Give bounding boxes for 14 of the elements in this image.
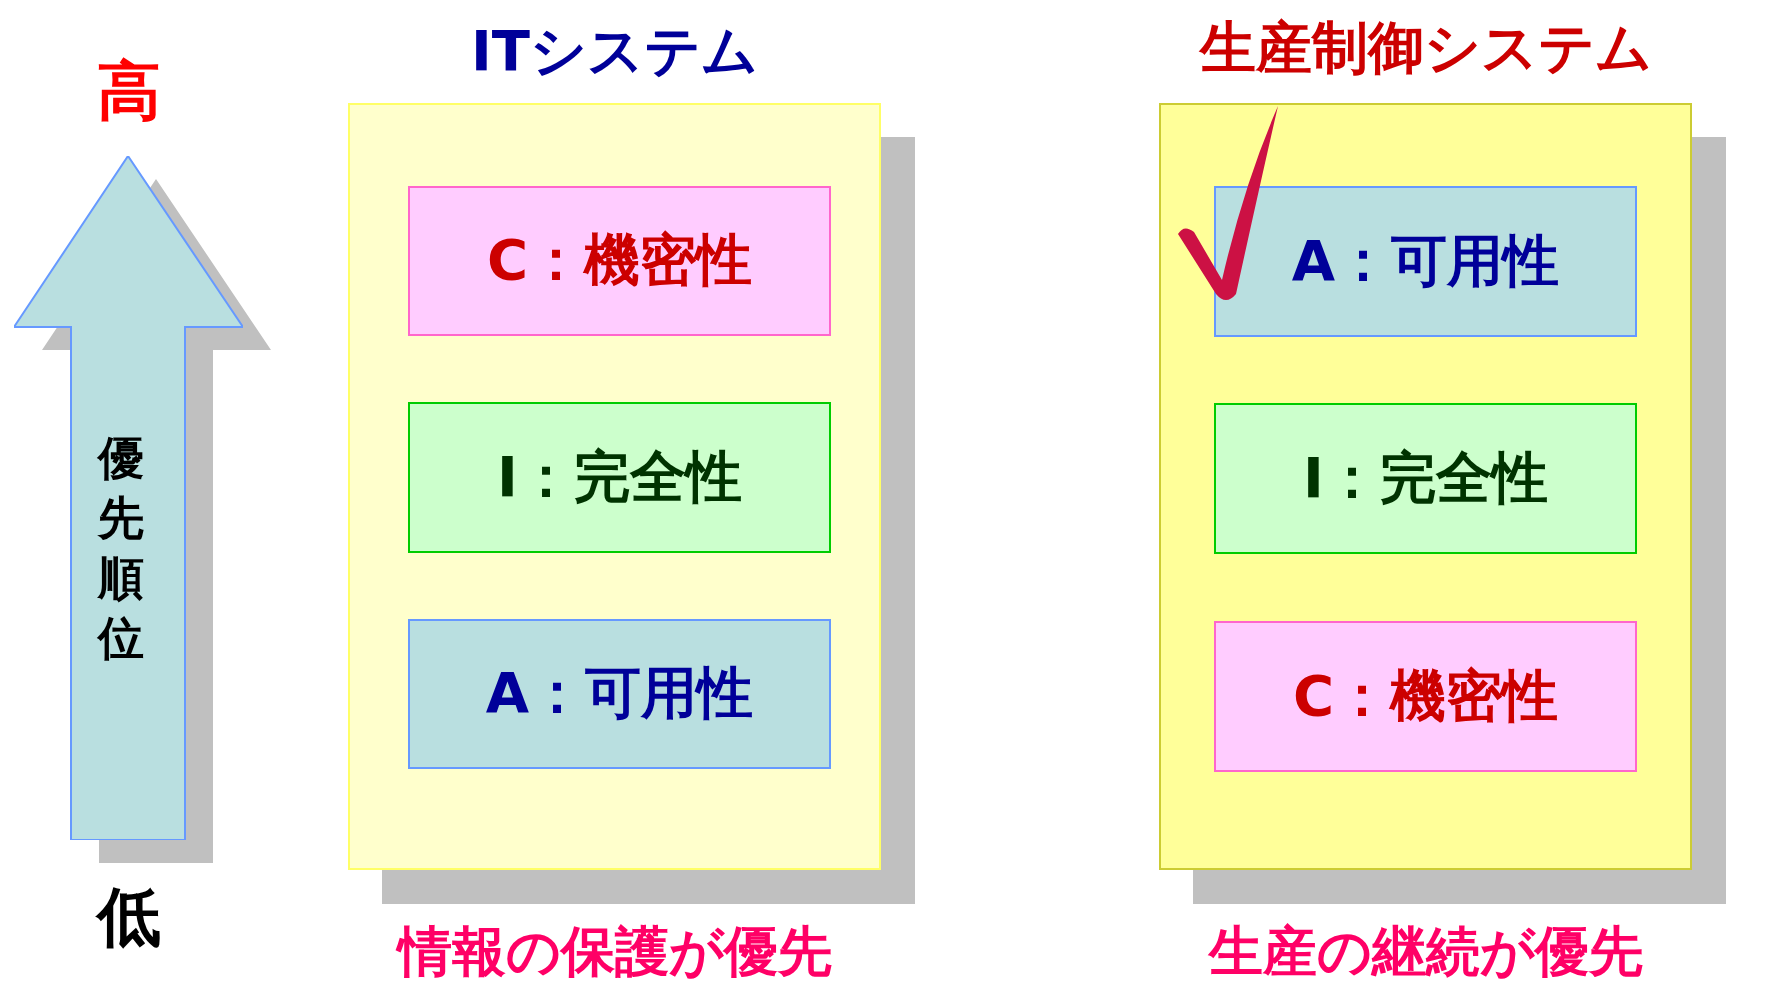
arrow-label: 優先順位	[96, 430, 145, 667]
property-box: A：可用性	[1214, 186, 1637, 337]
property-box: I：完全性	[408, 402, 831, 553]
priority-level-label: 低	[94, 879, 162, 956]
property-box: I：完全性	[1214, 403, 1637, 554]
panel-heading: ITシステム	[469, 17, 759, 85]
property-box: C：機密性	[408, 186, 831, 336]
priority-level-label: 高	[96, 53, 162, 130]
panel-caption: 生産の継続が優先	[1207, 919, 1644, 985]
up-arrow	[14, 156, 243, 840]
panel-heading: 生産制御システム	[1198, 14, 1653, 82]
property-box: A：可用性	[408, 619, 831, 769]
property-box: C：機密性	[1214, 621, 1637, 772]
panel-caption: 情報の保護が優先	[394, 919, 833, 985]
